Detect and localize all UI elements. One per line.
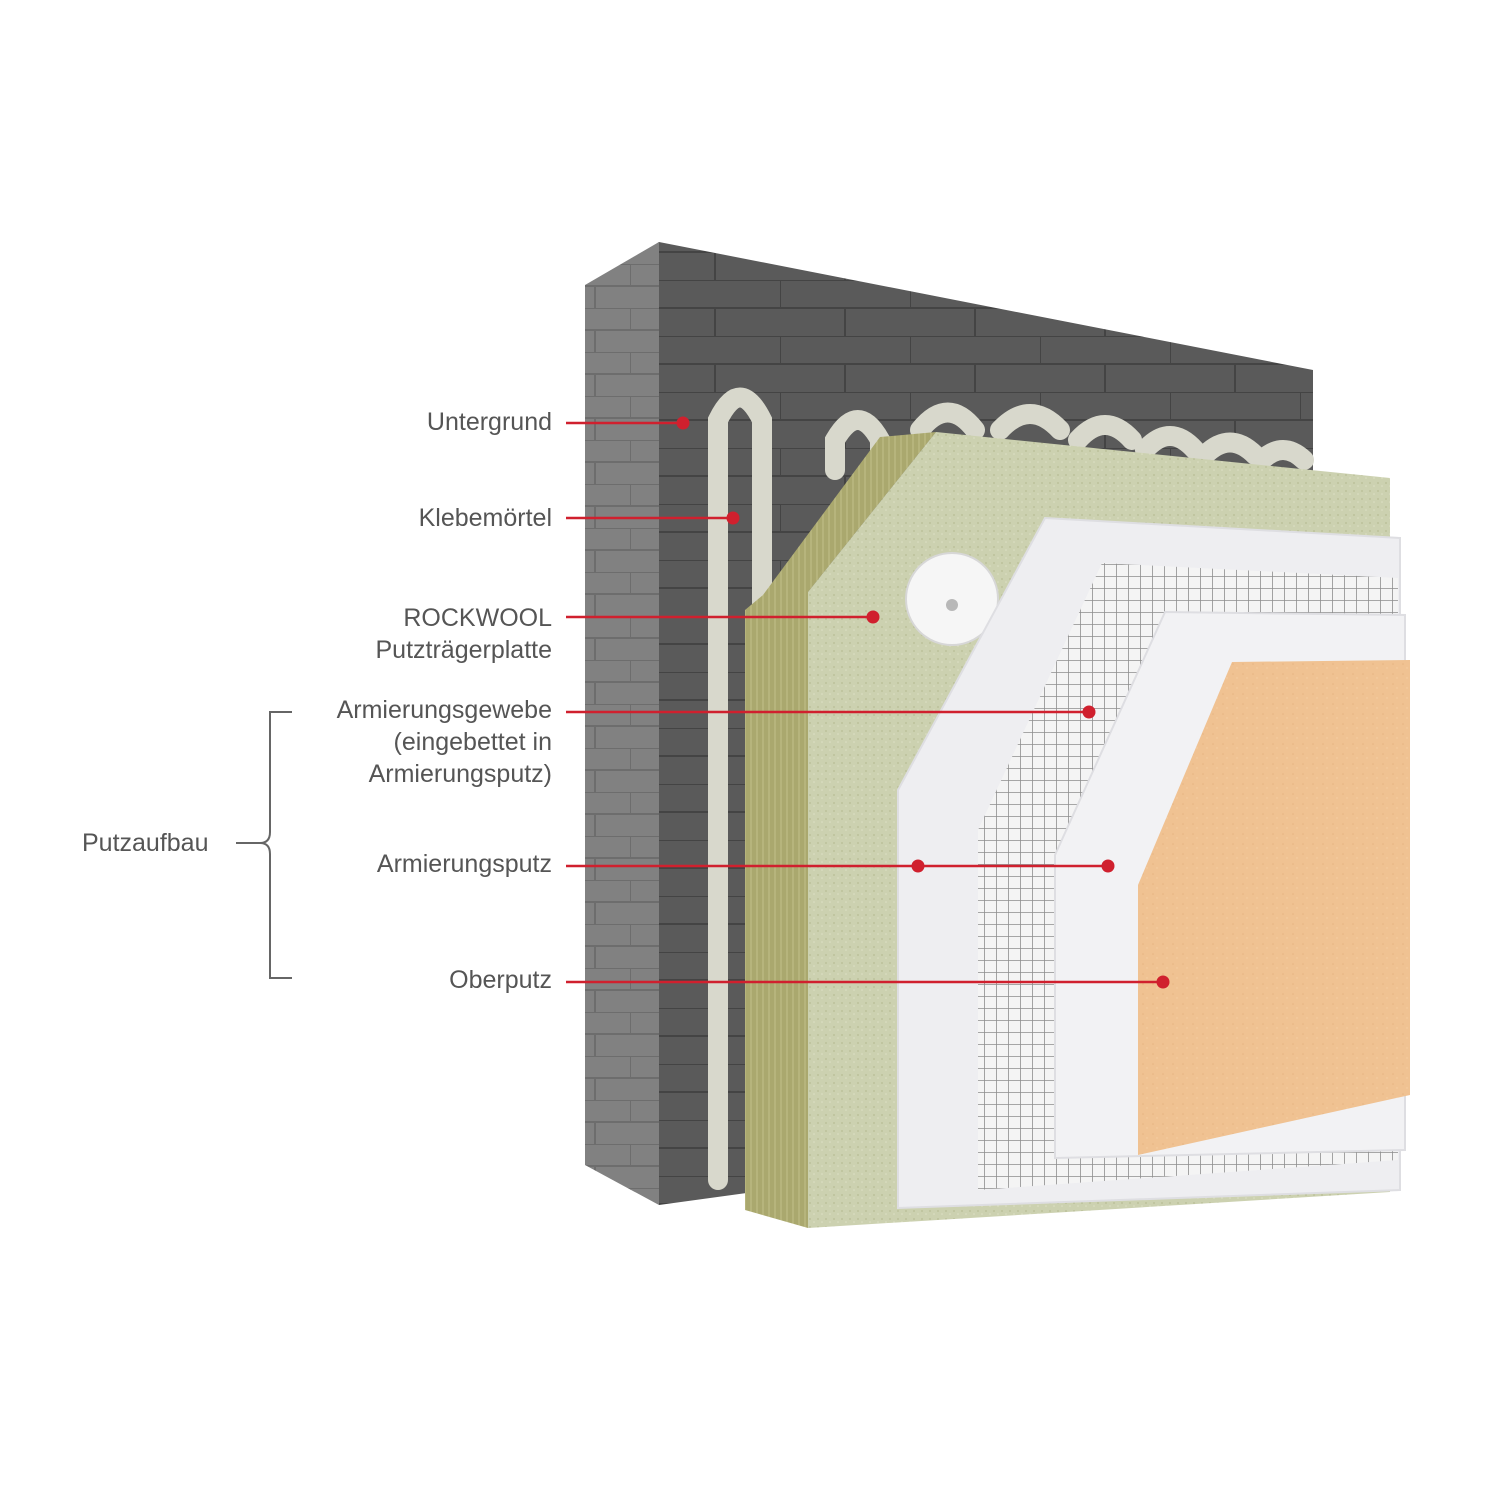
- leader-lines: [566, 416, 1170, 989]
- adhesive-mortar: [708, 387, 1314, 1190]
- adhesive-bead: [1252, 440, 1314, 470]
- label-line: Armierungsgewebe: [336, 696, 552, 724]
- finish-coat-layer: [1138, 660, 1410, 1155]
- adhesive-bead: [708, 387, 772, 1190]
- label-untergrund: Untergrund: [427, 406, 552, 438]
- label-klebemoertel: Klebemörtel: [419, 502, 552, 534]
- adhesive-bead: [1135, 426, 1205, 460]
- group-label-putzaufbau: Putzaufbau: [82, 829, 209, 857]
- label-rockwool: ROCKWOOL Putzträgerplatte: [376, 602, 553, 666]
- dot-marker-icon: [1101, 859, 1115, 873]
- adhesive-bead: [1068, 415, 1142, 450]
- label-line: Untergrund: [426, 408, 552, 436]
- wool-side: [745, 432, 936, 1228]
- adhesive-bead: [990, 404, 1070, 440]
- label-oberputz: Oberputz: [449, 964, 552, 996]
- label-line: Armierungsputz): [368, 760, 552, 788]
- fixing-dowel-center: [946, 599, 958, 611]
- label-line: Klebemörtel: [418, 504, 552, 532]
- dot-marker-icon: [911, 859, 925, 873]
- dot-marker-icon: [866, 610, 880, 624]
- dot-marker-icon: [726, 511, 740, 525]
- label-armierungsgewebe: Armierungsgewebe (eingebettet in Armieru…: [337, 694, 552, 790]
- label-line: Oberputz: [449, 966, 552, 994]
- label-armierungsputz: Armierungsputz: [377, 848, 552, 880]
- dot-marker-icon: [676, 416, 690, 430]
- label-line: Armierungsputz: [376, 850, 552, 878]
- adhesive-bead: [1195, 432, 1265, 465]
- label-line: ROCKWOOL: [403, 604, 552, 632]
- dot-marker-icon: [1156, 975, 1170, 989]
- masonry-shade: [585, 242, 659, 1205]
- dot-marker-icon: [1082, 705, 1096, 719]
- label-line: (eingebettet in: [393, 728, 552, 756]
- curly-bracket-icon: [236, 711, 292, 979]
- adhesive-bead: [910, 402, 985, 440]
- masonry-side: [585, 242, 659, 1205]
- label-line: Putzträgerplatte: [375, 636, 553, 664]
